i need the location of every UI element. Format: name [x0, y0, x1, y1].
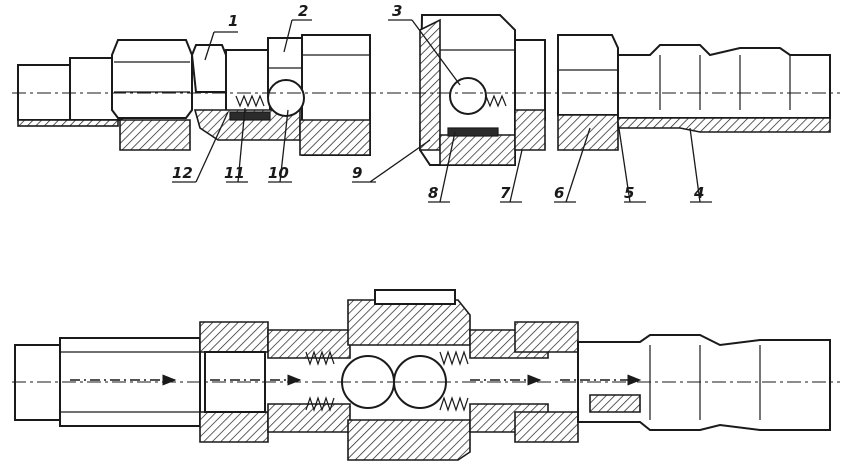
callout-3: 3 — [392, 2, 402, 20]
callouts: 1 2 3 12 11 10 9 8 7 6 — [172, 2, 712, 203]
callout-10: 10 — [268, 164, 289, 182]
callout-7: 7 — [500, 184, 511, 202]
callout-8: 8 — [428, 184, 438, 202]
callout-11: 11 — [224, 164, 245, 182]
callout-5: 5 — [624, 184, 634, 202]
callout-1: 1 — [228, 12, 238, 30]
bottom-view-connected — [12, 289, 840, 461]
callout-2: 2 — [298, 2, 308, 20]
callout-9: 9 — [352, 164, 362, 182]
callout-6: 6 — [554, 184, 564, 202]
left-half-plug — [17, 34, 371, 156]
callout-4: 4 — [693, 184, 704, 202]
right-half-socket — [418, 14, 831, 166]
callout-12: 12 — [172, 164, 193, 182]
top-view-disconnected — [12, 14, 840, 166]
